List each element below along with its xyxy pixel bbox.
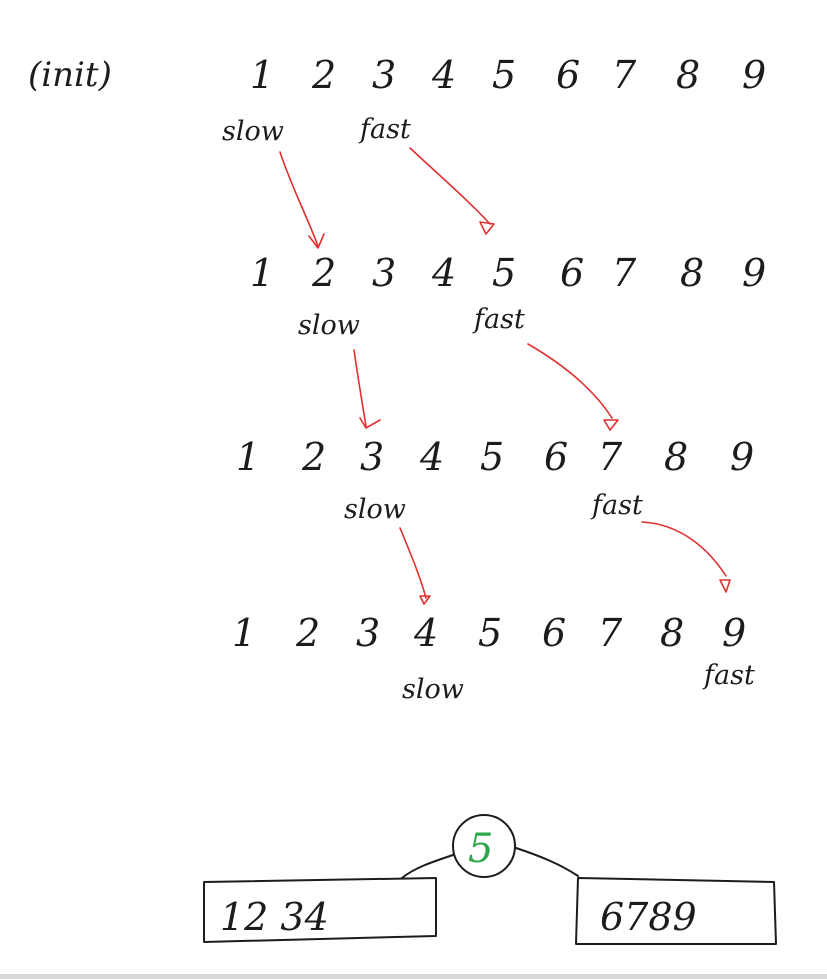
slow-arrow-1-head <box>308 233 325 249</box>
row-3-number-8: 8 <box>664 435 688 479</box>
row-2-number-8: 8 <box>680 251 704 295</box>
slow-arrow-3 <box>399 527 427 599</box>
init-label: (init) <box>28 55 112 95</box>
row-1-number-3: 3 <box>372 53 396 97</box>
row-1-number-4: 4 <box>431 53 456 97</box>
row-3-number-5: 5 <box>480 435 504 479</box>
row-2-fast-label: fast <box>472 304 525 335</box>
row-4-number-1: 1 <box>232 611 256 655</box>
row-1-number-1: 1 <box>250 53 274 97</box>
row-2-number-2: 2 <box>311 251 336 295</box>
row-2-number-4: 4 <box>431 251 456 295</box>
row-3-number-7: 7 <box>598 435 623 479</box>
slow-arrow-1 <box>279 151 319 247</box>
row-1-slow-label: slow <box>222 116 284 147</box>
row-3-number-2: 2 <box>301 435 326 479</box>
row-4-number-2: 2 <box>295 611 320 655</box>
row-2-slow-label: slow <box>298 310 360 341</box>
slow-arrow-2-head <box>359 417 381 429</box>
slow-arrow-3-head <box>419 595 431 605</box>
row-2-number-1: 1 <box>250 251 274 295</box>
row-4-slow-label: slow <box>402 674 464 705</box>
right-edge <box>515 847 579 877</box>
row-1-numbers: 1 2 3 4 5 6 7 8 9 <box>250 53 766 97</box>
row-1-number-9: 9 <box>742 53 766 97</box>
row-3-number-1: 1 <box>236 435 260 479</box>
row-3-fast-label: fast <box>590 490 643 521</box>
left-subtree-box <box>203 877 437 943</box>
right-subtree-box <box>575 877 777 945</box>
pointer-move-arrows <box>279 147 731 605</box>
row-3-number-3: 3 <box>360 435 384 479</box>
root-node-value: 5 <box>468 826 493 872</box>
row-4-number-7: 7 <box>598 611 623 655</box>
row-2-number-6: 6 <box>560 251 584 295</box>
fast-arrow-3-head <box>719 579 731 593</box>
row-2-numbers: 1 2 3 4 5 6 7 8 9 <box>250 251 766 295</box>
left-edge <box>401 854 454 879</box>
row-1-number-7: 7 <box>612 53 637 97</box>
row-2-number-5: 5 <box>492 251 516 295</box>
row-4-number-9: 9 <box>722 611 746 655</box>
row-3-number-9: 9 <box>730 435 754 479</box>
result-tree: 5 12 34 6789 <box>203 814 777 945</box>
row-4-number-8: 8 <box>660 611 684 655</box>
row-4-number-4: 4 <box>413 611 438 655</box>
row-1-fast-label: fast <box>358 114 411 145</box>
row-4-numbers: 1 2 3 4 5 6 7 8 9 <box>232 611 746 655</box>
row-1-number-8: 8 <box>676 53 700 97</box>
fast-arrow-2-head <box>603 419 619 431</box>
slow-arrow-2 <box>353 349 367 427</box>
row-3-slow-label: slow <box>344 494 406 525</box>
bottom-bar <box>0 974 827 979</box>
row-4-number-6: 6 <box>542 611 566 655</box>
row-3-numbers: 1 2 3 4 5 6 7 8 9 <box>236 435 754 479</box>
row-2-number-9: 9 <box>742 251 766 295</box>
row-4-fast-label: fast <box>702 660 755 691</box>
row-2-number-7: 7 <box>612 251 637 295</box>
row-3-number-6: 6 <box>544 435 568 479</box>
root-node <box>452 814 516 878</box>
row-4-number-3: 3 <box>356 611 380 655</box>
fast-arrow-3 <box>641 521 727 577</box>
row-3-number-4: 4 <box>419 435 444 479</box>
row-4-number-5: 5 <box>478 611 502 655</box>
right-subtree-values: 6789 <box>600 895 697 939</box>
row-1-number-5: 5 <box>492 53 516 97</box>
fast-arrow-2 <box>527 343 613 419</box>
row-1-number-2: 2 <box>311 53 336 97</box>
fast-arrow-1 <box>409 147 491 225</box>
row-1-number-6: 6 <box>556 53 580 97</box>
left-subtree-values: 12 34 <box>220 895 329 939</box>
row-2-number-3: 3 <box>372 251 396 295</box>
fast-arrow-1-head <box>479 221 495 235</box>
